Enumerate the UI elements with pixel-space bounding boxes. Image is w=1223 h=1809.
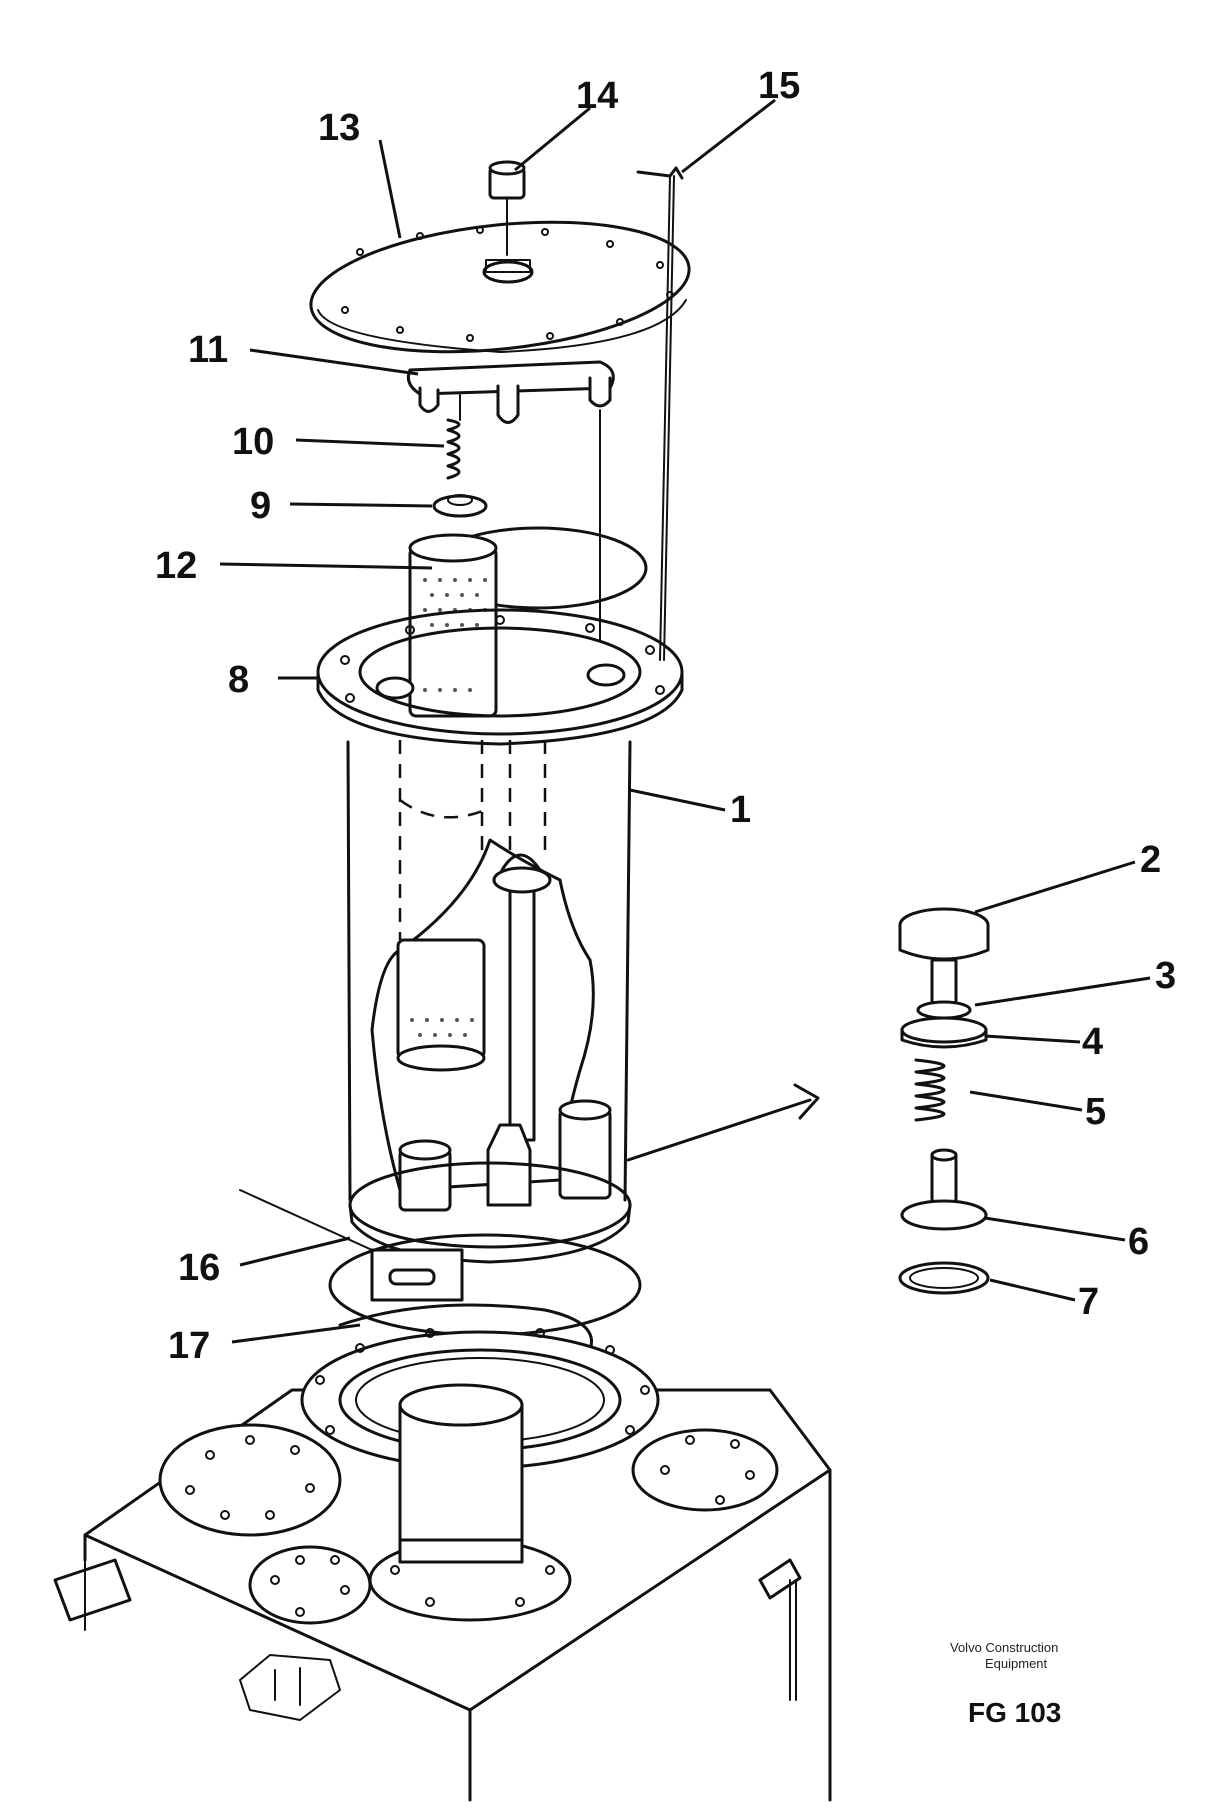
part-label-11: 11 — [188, 329, 228, 371]
part-label-2: 2 — [1140, 839, 1161, 881]
filler-cap — [488, 160, 526, 256]
part-label-17: 17 — [168, 1325, 210, 1367]
part-label-8: 8 — [228, 659, 249, 701]
leader-lines — [219, 98, 1151, 1344]
footer-company-line1: Volvo Construction — [950, 1640, 1058, 1655]
top-flange — [316, 608, 684, 746]
part-label-13: 13 — [318, 107, 360, 149]
long-bolt — [636, 166, 684, 661]
gasket-17 — [338, 1303, 593, 1352]
part-label-5: 5 — [1085, 1091, 1106, 1133]
part-label-16: 16 — [178, 1247, 220, 1289]
cover-plate — [309, 220, 691, 354]
part-label-6: 6 — [1128, 1221, 1149, 1263]
top-spring — [446, 394, 461, 480]
upper-filter-element — [408, 533, 498, 718]
part-label-15: 15 — [758, 65, 800, 107]
footer-figure-code: FG 103 — [968, 1697, 1061, 1728]
footer-block: Volvo Construction Equipment FG 103 — [950, 1640, 1061, 1728]
valve-detail — [898, 907, 990, 1295]
part-label-3: 3 — [1155, 955, 1176, 997]
manifold — [406, 360, 615, 641]
tank-cylinder — [346, 740, 820, 1264]
part-label-9: 9 — [250, 485, 271, 527]
part-label-7: 7 — [1078, 1281, 1099, 1323]
part-label-14: 14 — [576, 75, 618, 117]
footer-company-line2: Equipment — [985, 1656, 1048, 1671]
valve-disc — [432, 494, 488, 518]
lower-neck — [239, 1189, 464, 1302]
part-label-4: 4 — [1082, 1021, 1103, 1063]
part-labels: 1 2 3 4 5 6 7 8 9 10 11 12 13 14 15 16 1… — [155, 65, 1176, 1367]
part-label-10: 10 — [232, 421, 274, 463]
part-label-12: 12 — [155, 545, 197, 587]
part-label-1: 1 — [730, 789, 751, 831]
base-tank — [53, 1328, 832, 1802]
